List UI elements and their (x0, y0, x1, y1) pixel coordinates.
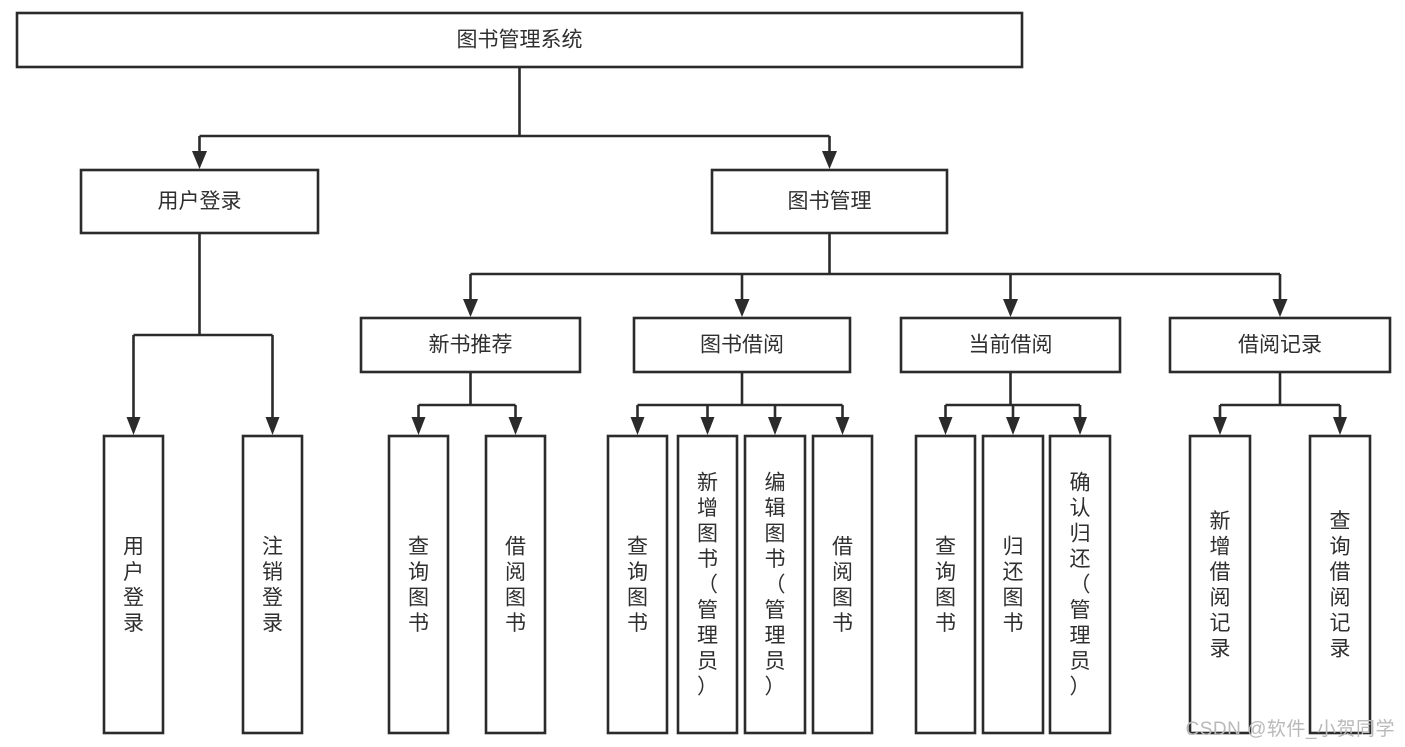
node-label: 归还图书 (1003, 535, 1024, 635)
node-图书管理系统[interactable]: 图书管理系统 (15, 11, 1024, 69)
node-rect (79, 168, 320, 235)
node-label: 图书管理 (788, 190, 872, 213)
arrow-head-icon (1003, 299, 1018, 317)
node-rect (1168, 316, 1392, 374)
arrow-head-icon (768, 417, 782, 435)
node-label: 用户登录 (123, 535, 144, 635)
node-rect (1308, 434, 1372, 735)
arrow-head-icon (508, 417, 523, 435)
arrow-head-icon (630, 417, 645, 435)
node-label: 当前借阅 (969, 334, 1053, 357)
node-layer: 图书管理系统用户登录图书管理新书推荐图书借阅当前借阅借阅记录用户登录注销登录查询… (15, 11, 1392, 735)
node-用户登录[interactable]: 用户登录 (79, 168, 320, 235)
node-rect (676, 434, 739, 735)
node-用户登录[interactable]: 用户登录 (102, 434, 165, 735)
node-图书借阅[interactable]: 图书借阅 (632, 316, 852, 374)
node-查询图书[interactable]: 查询图书 (606, 434, 669, 735)
node-label: 新增图书（管理员） (697, 472, 718, 699)
node-rect (899, 316, 1122, 374)
csdn-watermark: CSDN @软件_小贺同学 (1185, 719, 1395, 740)
node-label: 用户登录 (158, 190, 242, 213)
node-label: 确认归还（管理员） (1070, 472, 1091, 699)
node-新增借阅记录[interactable]: 新增借阅记录 (1188, 434, 1252, 735)
node-借阅记录[interactable]: 借阅记录 (1168, 316, 1392, 374)
node-图书管理[interactable]: 图书管理 (710, 168, 949, 235)
node-编辑图书管理员[interactable]: 编辑图书（管理员） (743, 434, 807, 735)
node-rect (743, 434, 807, 735)
connector-layer (126, 67, 1347, 435)
node-借阅图书[interactable]: 借阅图书 (811, 434, 874, 735)
node-rect (1188, 434, 1252, 735)
node-label: 编辑图书（管理员） (765, 472, 786, 699)
node-归还图书[interactable]: 归还图书 (981, 434, 1045, 735)
node-查询借阅记录[interactable]: 查询借阅记录 (1308, 434, 1372, 735)
arrow-head-icon (835, 417, 850, 435)
arrow-head-icon (1333, 417, 1347, 435)
node-label: 图书管理系统 (457, 29, 583, 52)
node-label: 新增借阅记录 (1210, 510, 1231, 661)
node-rect (811, 434, 874, 735)
node-查询图书[interactable]: 查询图书 (914, 434, 977, 735)
arrow-head-icon (411, 417, 426, 435)
node-label: 图书借阅 (700, 334, 784, 357)
node-借阅图书[interactable]: 借阅图书 (484, 434, 547, 735)
node-rect (241, 434, 304, 735)
node-rect (710, 168, 949, 235)
node-rect (102, 434, 165, 735)
node-rect (914, 434, 977, 735)
node-rect (632, 316, 852, 374)
arrow-head-icon (734, 299, 750, 317)
node-rect (606, 434, 669, 735)
arrow-head-icon (463, 299, 478, 317)
arrow-head-icon (1073, 417, 1087, 435)
arrow-head-icon (938, 417, 953, 435)
node-label: 新书推荐 (429, 334, 513, 357)
node-label: 借阅图书 (505, 535, 526, 635)
node-新增图书管理员[interactable]: 新增图书（管理员） (676, 434, 739, 735)
node-label: 查询借阅记录 (1330, 510, 1351, 661)
arrow-head-icon (265, 417, 280, 435)
node-新书推荐[interactable]: 新书推荐 (359, 316, 582, 374)
node-rect (484, 434, 547, 735)
node-查询图书[interactable]: 查询图书 (387, 434, 450, 735)
arrow-head-icon (1006, 417, 1020, 435)
arrow-head-icon (822, 151, 837, 169)
node-label: 查询图书 (935, 535, 956, 635)
node-当前借阅[interactable]: 当前借阅 (899, 316, 1122, 374)
arrow-head-icon (700, 417, 715, 435)
node-label: 借阅记录 (1238, 334, 1322, 357)
node-rect (15, 11, 1024, 69)
node-rect (981, 434, 1045, 735)
arrow-head-icon (126, 417, 141, 435)
node-rect (1048, 434, 1112, 735)
node-确认归还管理员[interactable]: 确认归还（管理员） (1048, 434, 1112, 735)
node-label: 借阅图书 (832, 535, 853, 635)
node-label: 查询图书 (408, 535, 429, 635)
node-rect (359, 316, 582, 374)
arrow-head-icon (1213, 417, 1227, 435)
arrow-head-icon (1272, 299, 1288, 317)
node-注销登录[interactable]: 注销登录 (241, 434, 304, 735)
node-label: 注销登录 (262, 535, 283, 635)
arrow-head-icon (192, 151, 207, 169)
node-label: 查询图书 (627, 535, 648, 635)
node-rect (387, 434, 450, 735)
